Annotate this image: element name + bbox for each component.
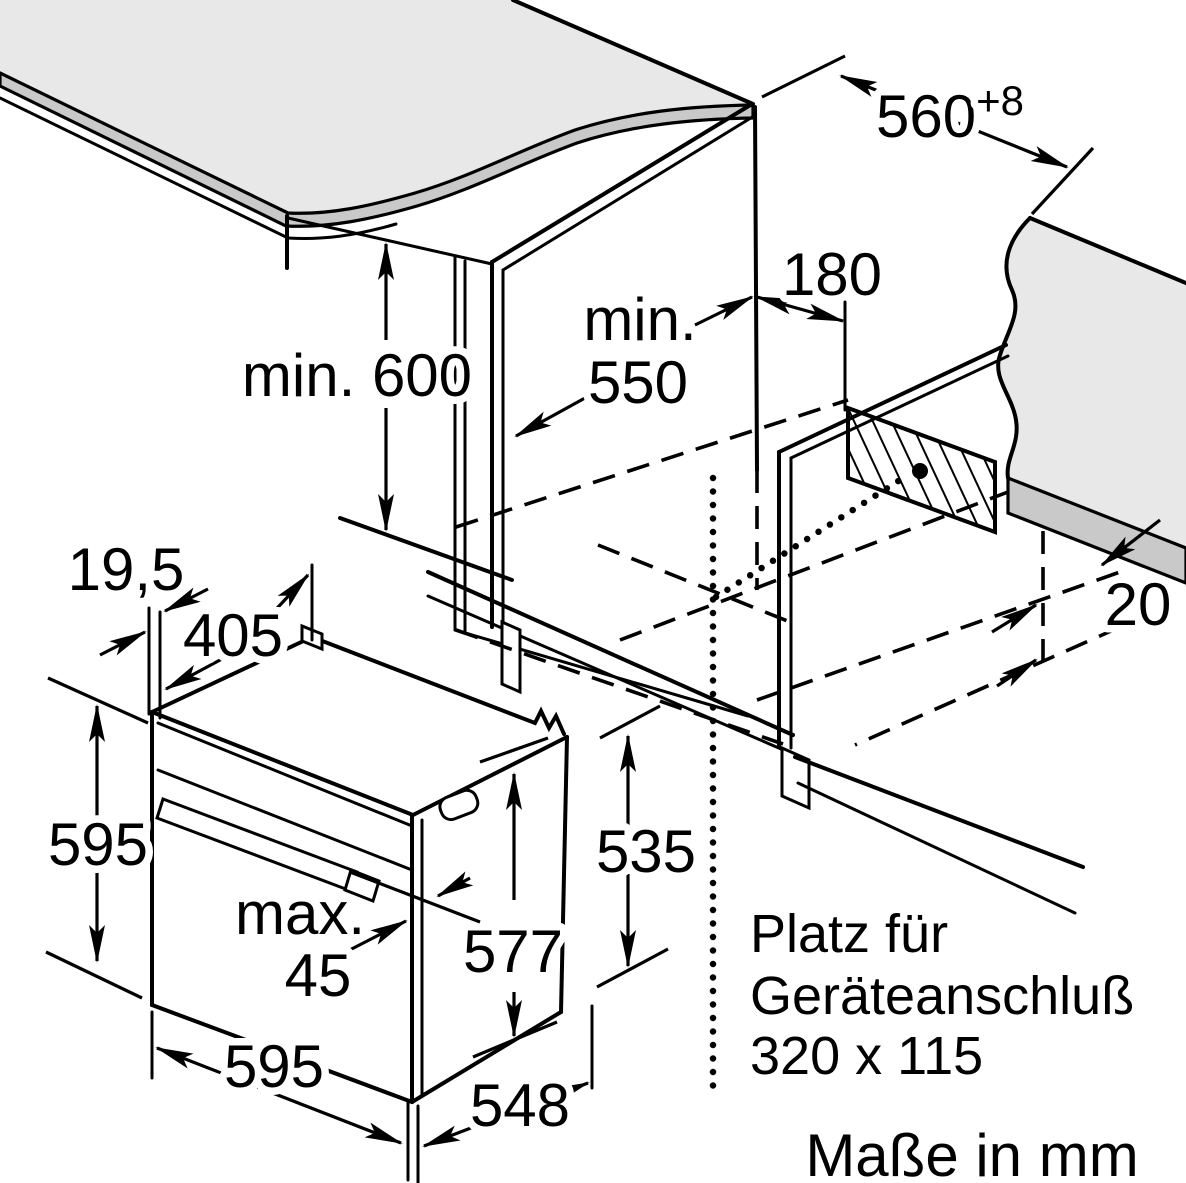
- note-units: Maße in mm: [805, 1122, 1138, 1183]
- tall-cabinet: [285, 102, 795, 754]
- dim-label-535: 535: [596, 818, 696, 885]
- side-panel: [777, 300, 1010, 811]
- dim-label-595-left: 595: [48, 811, 148, 878]
- note-connection-line3: 320 x 115: [750, 1026, 983, 1086]
- dim-niche-depth: min. 550: [514, 279, 754, 438]
- cabinet-plinth-foot: [500, 619, 522, 695]
- right-wall: [996, 216, 1186, 585]
- floor-lines: [793, 755, 1085, 915]
- oven-handle-bar: [155, 797, 359, 893]
- dim-rear-gap: 20: [991, 518, 1179, 688]
- dim-body-height: 577: [455, 736, 571, 1059]
- dim-label-niche-width: 560+8: [876, 77, 1024, 150]
- dim-label-595-bottom: 595: [224, 1033, 324, 1100]
- dim-label-19-5: 19,5: [68, 536, 185, 603]
- dim-label-577: 577: [463, 918, 563, 985]
- dim-label-180: 180: [782, 241, 882, 308]
- oven-handle-end: [343, 868, 381, 903]
- wall-plinth-strip: [1006, 475, 1186, 585]
- dim-label-20: 20: [1105, 571, 1172, 638]
- dim-niche-height: min. 600: [234, 242, 480, 532]
- dim-top-depth: 405: [164, 563, 314, 691]
- dim-label-min550-1: min.: [583, 286, 696, 353]
- dim-label-405: 405: [183, 602, 283, 669]
- dim-cable-slot: 180: [755, 234, 890, 323]
- dim-front-overhang: 19,5: [60, 529, 209, 720]
- oven: [150, 623, 569, 1104]
- dim-niche-width: 560+8: [761, 54, 1095, 216]
- dim-body-depth: 548: [422, 1004, 594, 1148]
- dim-label-min600: min. 600: [242, 342, 472, 409]
- dim-label-45: 45: [285, 942, 352, 1009]
- worktop-left: [0, 0, 755, 240]
- dim-handle-depth: max. 45: [227, 870, 481, 1017]
- connection-cutout: [846, 405, 997, 535]
- dim-label-548: 548: [470, 1072, 570, 1139]
- dim-label-max: max.: [235, 880, 365, 947]
- oven-control-panel-line: [156, 768, 414, 872]
- dim-rear-height: 535: [588, 704, 704, 989]
- note-connection-line1: Platz für: [750, 904, 948, 964]
- connection-marker-lines: [709, 474, 904, 1090]
- side-panel-foot: [780, 745, 811, 811]
- dotted-diagonal-line: [712, 476, 904, 601]
- dim-label-min550-2: 550: [588, 349, 688, 416]
- note-connection: Platz für Geräteanschluß 320 x 115: [743, 897, 1142, 1094]
- dim-front-width: 595: [150, 1010, 420, 1183]
- note-connection-line2: Geräteanschluß: [750, 966, 1134, 1026]
- oven-grip-cutout: [438, 788, 480, 822]
- connection-point-dot: [912, 463, 928, 479]
- dim-front-height: 595: [40, 676, 156, 1000]
